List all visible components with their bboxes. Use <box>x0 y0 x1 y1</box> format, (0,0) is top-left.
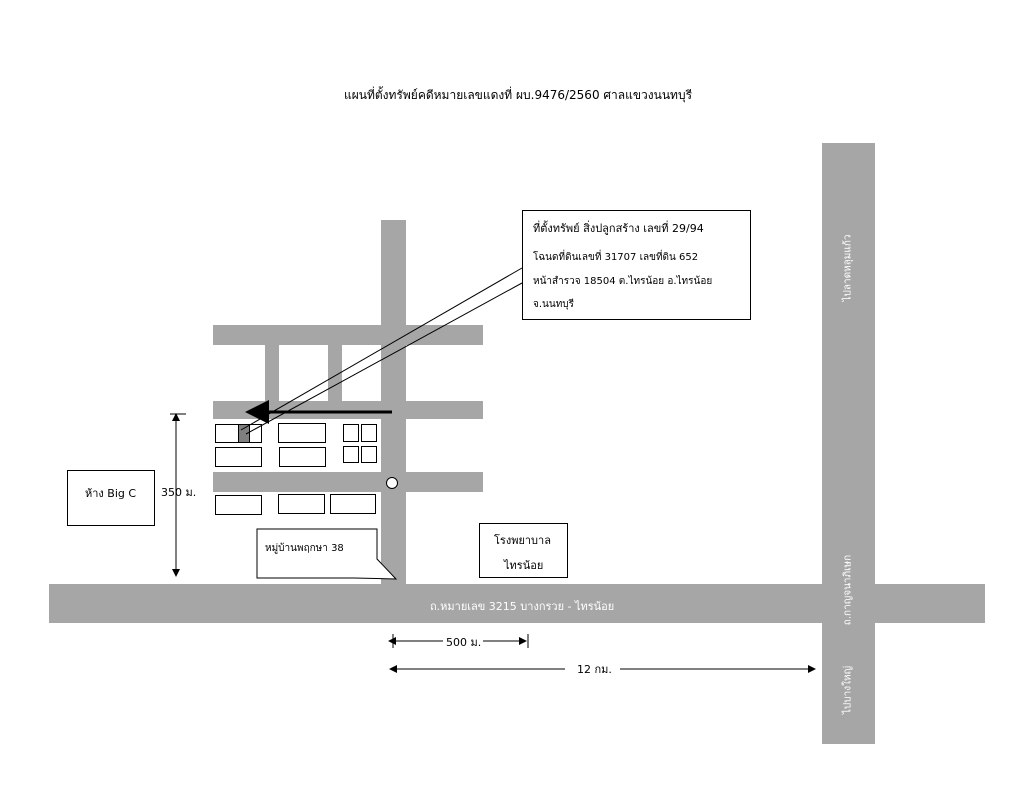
road-kanchanaphisek <box>822 143 875 744</box>
hospital-label-1: โรงพยาบาล <box>494 534 551 547</box>
hospital-box: โรงพยาบาล ไทรน้อย <box>479 523 568 578</box>
property-line-1: ที่ตั้งทรัพย์ สิ่งปลูกสร้าง เลขที่ 29/94 <box>533 222 704 235</box>
lot-row2-mid <box>279 447 326 467</box>
soi-top-horizontal <box>213 325 483 345</box>
soi-lower-horizontal <box>213 472 483 492</box>
lot-row3-right <box>330 494 376 514</box>
distance-12km: 12 กม. <box>577 663 612 676</box>
distance-500m: 500 ม. <box>446 636 482 649</box>
hospital-label-2: ไทรน้อย <box>504 559 544 572</box>
callout-line-2 <box>245 282 523 435</box>
lot-row2-right-b <box>361 446 377 463</box>
lot-row2-right-a <box>343 446 359 463</box>
bigc-box: ห้าง Big C <box>67 470 155 526</box>
property-line-2: โฉนดที่ดินเลขที่ 31707 เลขที่ดิน 652 <box>533 252 699 263</box>
soi-middle-horizontal <box>213 401 483 419</box>
property-line-3: หน้าสำรวจ 18504 ต.ไทรน้อย อ.ไทรน้อย <box>533 276 713 287</box>
property-line-4: จ.นนทบุรี <box>533 299 575 310</box>
map-title: แผนที่ตั้งทรัพย์คดีหมายเลขแดงที่ ผบ.9476… <box>343 88 693 102</box>
label-road-3215: ถ.หมายเลข 3215 บางกรวย - ไทรน้อย <box>430 600 615 613</box>
callout-line-1 <box>240 267 523 431</box>
lot-row1-right-b <box>361 424 377 442</box>
road-3215 <box>49 584 985 623</box>
lot-row1-mid <box>278 423 326 443</box>
soi-short-vertical-1 <box>265 345 279 401</box>
lot-target <box>238 424 250 443</box>
property-info-box: ที่ตั้งทรัพย์ สิ่งปลูกสร้าง เลขที่ 29/94… <box>522 210 751 320</box>
bigc-label: ห้าง Big C <box>85 487 137 500</box>
lot-row1-right-a <box>343 424 359 442</box>
lot-row3-left <box>215 495 262 515</box>
village-label-overlay: หมู่บ้านพฤกษา 38 <box>265 541 344 556</box>
hospital-marker <box>386 477 398 489</box>
lot-row3-mid <box>278 494 325 514</box>
lot-row2-left <box>215 447 262 467</box>
